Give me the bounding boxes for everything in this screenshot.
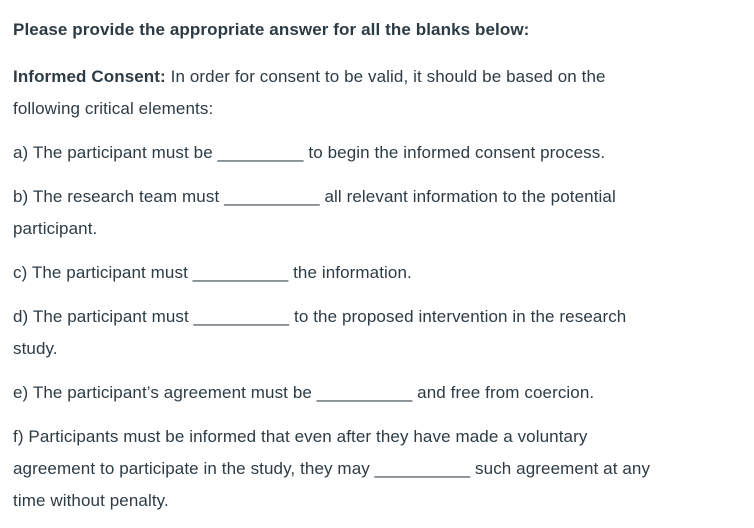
question-c: c) The participant must __________ the i… [13,257,741,289]
question-a-line1: a) The participant must be _________ to … [13,143,606,162]
question-e: e) The participant’s agreement must be _… [13,377,741,409]
question-e-line1: e) The participant’s agreement must be _… [13,383,595,402]
question-f-line2: agreement to participate in the study, t… [13,459,651,478]
question-d-line2: study. [13,339,58,358]
question-d: d) The participant must __________ to th… [13,301,741,365]
question-d-line1: d) The participant must __________ to th… [13,307,627,326]
informed-consent-text: In order for consent to be valid, it sho… [165,67,606,86]
question-b: b) The research team must __________ all… [13,181,741,245]
informed-consent-label: Informed Consent: [13,67,166,86]
question-b-line2: participant. [13,219,98,238]
question-f-line3: time without penalty. [13,491,169,510]
question-b-line1: b) The research team must __________ all… [13,187,616,206]
informed-consent-paragraph: Informed Consent: In order for consent t… [13,61,741,125]
quiz-question-body: Please provide the appropriate answer fo… [13,20,741,517]
question-c-line1: c) The participant must __________ the i… [13,263,412,282]
informed-consent-text-line2: following critical elements: [13,99,214,118]
question-f-line1: f) Participants must be informed that ev… [13,427,588,446]
question-f: f) Participants must be informed that ev… [13,421,741,517]
instructions-heading: Please provide the appropriate answer fo… [13,20,530,39]
question-a: a) The participant must be _________ to … [13,137,741,169]
